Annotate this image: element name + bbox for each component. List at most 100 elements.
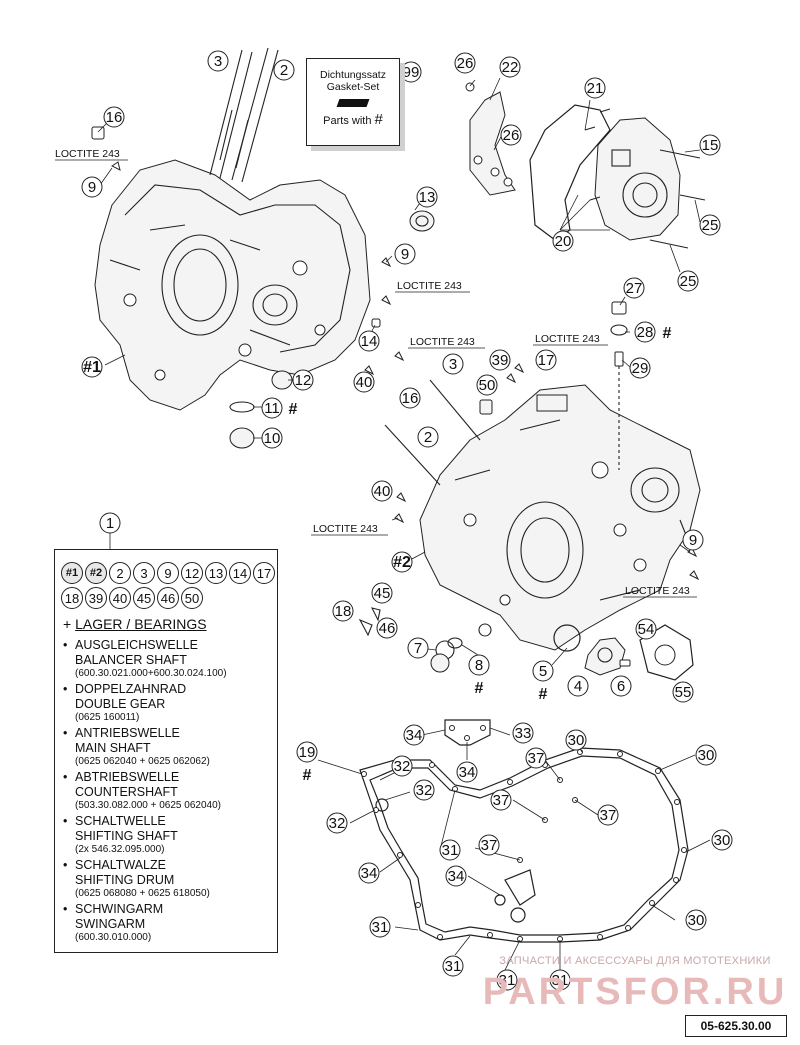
- svg-text:#: #: [289, 401, 298, 418]
- svg-text:50: 50: [479, 377, 496, 394]
- callout-39: 39: [489, 349, 511, 371]
- svg-text:32: 32: [329, 815, 346, 832]
- callout-32: 32: [391, 755, 413, 777]
- svg-text:3: 3: [214, 53, 222, 70]
- callout-16: 16: [399, 387, 421, 409]
- callout-31: 31: [369, 916, 391, 938]
- callout-37: 37: [478, 834, 500, 856]
- svg-text:25: 25: [680, 273, 697, 290]
- svg-text:8: 8: [475, 657, 483, 674]
- svg-text:1: 1: [106, 515, 114, 532]
- svg-text:31: 31: [445, 958, 462, 975]
- svg-text:40: 40: [374, 483, 391, 500]
- callout-30: 30: [711, 829, 733, 851]
- callout-20: 20: [552, 230, 574, 252]
- svg-text:29: 29: [632, 360, 649, 377]
- callout-55: 55: [672, 681, 694, 703]
- kit-badge: 50: [181, 587, 203, 609]
- svg-text:9: 9: [401, 246, 409, 263]
- callout-10: 10: [261, 427, 283, 449]
- callout-37: 37: [525, 747, 547, 769]
- kit-badge: 2: [109, 562, 131, 584]
- callout-40: 40: [371, 480, 393, 502]
- kit-badge: #2: [85, 562, 107, 584]
- svg-text:31: 31: [499, 972, 516, 989]
- kit-badge: 39: [85, 587, 107, 609]
- svg-text:40: 40: [356, 374, 373, 391]
- gasket-set-box: Dichtungssatz Gasket-Set Parts with #: [306, 58, 400, 146]
- callout-26: 26: [454, 52, 476, 74]
- kit-badge: 17: [253, 562, 275, 584]
- callout-27: 27: [623, 277, 645, 299]
- callout-34: 34: [445, 865, 467, 887]
- kit-heading: + LAGER / BEARINGS: [63, 616, 207, 632]
- svg-text:30: 30: [568, 732, 585, 749]
- svg-text:31: 31: [442, 842, 459, 859]
- callout-6: 6: [610, 675, 632, 697]
- svg-text:15: 15: [702, 137, 719, 154]
- callouts: 3 2 16 9 13 9 14 #1 40 12 11# 10 26 22 2…: [81, 50, 733, 991]
- kit-badge: 13: [205, 562, 227, 584]
- callout-7: 7: [407, 637, 429, 659]
- callout-45: 45: [371, 582, 393, 604]
- loctite-labels: LOCTITE 243 LOCTITE 243 LOCTITE 243 LOCT…: [55, 148, 697, 598]
- svg-text:37: 37: [493, 792, 510, 809]
- loctite-label: LOCTITE 243: [535, 333, 600, 345]
- svg-text:54: 54: [638, 621, 655, 638]
- callout-8: 8#: [468, 654, 490, 697]
- svg-text:33: 33: [515, 725, 532, 742]
- svg-text:37: 37: [600, 807, 617, 824]
- callout-3: 3: [442, 353, 464, 375]
- svg-text:31: 31: [372, 919, 389, 936]
- kit-badge: 3: [133, 562, 155, 584]
- svg-text:19: 19: [299, 744, 316, 761]
- svg-text:46: 46: [379, 620, 396, 637]
- svg-text:22: 22: [502, 59, 519, 76]
- callout-4: 4: [567, 675, 589, 697]
- svg-text:32: 32: [394, 758, 411, 775]
- svg-text:99: 99: [403, 64, 420, 81]
- callout-31: 31: [549, 969, 571, 991]
- callout-28: 28#: [634, 321, 672, 343]
- kit-badge: 14: [229, 562, 251, 584]
- callout-9: 9: [81, 176, 103, 198]
- svg-text:21: 21: [587, 80, 604, 97]
- kit-badge: 18: [61, 587, 83, 609]
- callout-25: 25: [699, 214, 721, 236]
- right-small-parts: [358, 301, 700, 695]
- callout-34: 34: [456, 761, 478, 783]
- callout-17: 17: [535, 349, 557, 371]
- callout-50: 50: [476, 374, 498, 396]
- kit-badge: 9: [157, 562, 179, 584]
- loctite-label: LOCTITE 243: [313, 523, 378, 535]
- kit-badges: #1 #2 2 3 9 12 13 14 17 18 39 40 45 46 5…: [61, 562, 275, 609]
- svg-text:45: 45: [374, 585, 391, 602]
- svg-text:6: 6: [617, 678, 625, 695]
- callout-37: 37: [597, 804, 619, 826]
- callout-13: 13: [416, 186, 438, 208]
- gasket-set-title-de: Dichtungssatz: [320, 69, 386, 81]
- svg-text:5: 5: [539, 663, 547, 680]
- callout-h1: #1: [81, 356, 103, 378]
- callout-34: 34: [358, 862, 380, 884]
- svg-text:#2: #2: [393, 554, 411, 571]
- svg-text:30: 30: [714, 832, 731, 849]
- callout-32: 32: [413, 779, 435, 801]
- callout-16: 16: [103, 106, 125, 128]
- svg-text:16: 16: [402, 390, 419, 407]
- svg-text:#1: #1: [83, 359, 101, 376]
- loctite-label: LOCTITE 243: [397, 280, 462, 292]
- svg-text:4: 4: [574, 678, 582, 695]
- callout-30: 30: [695, 744, 717, 766]
- callout-15: 15: [699, 134, 721, 156]
- callout-29: 29: [629, 357, 651, 379]
- leader-lines: [97, 77, 711, 971]
- callout-26: 26: [500, 124, 522, 146]
- stud-3-left: [209, 49, 253, 179]
- loctite-label: LOCTITE 243: [625, 585, 690, 597]
